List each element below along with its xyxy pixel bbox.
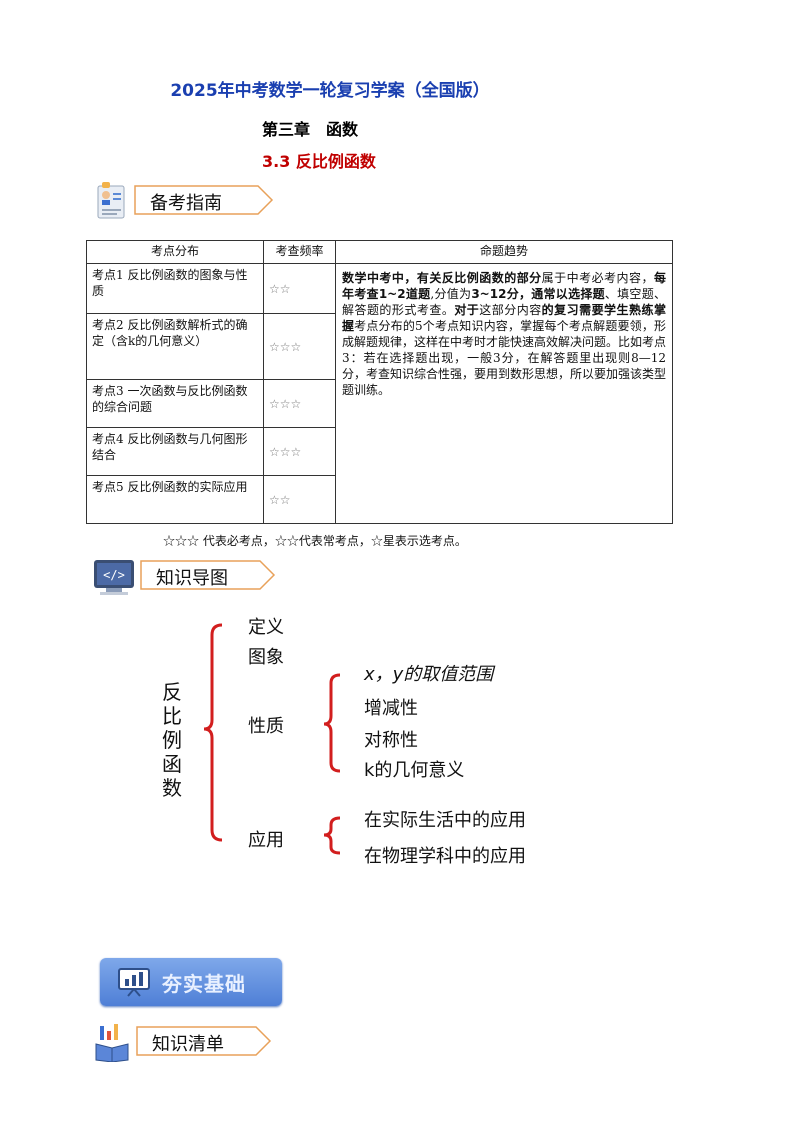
root-char: 数 (162, 776, 182, 800)
trend-bold: 数学中考中，有关反比例函数的部分 (342, 271, 542, 285)
tag-label: 知识清单 (152, 1034, 224, 1055)
svg-text:</>: </> (103, 568, 125, 582)
trend-normal: 这部分内容 (479, 303, 542, 317)
table-row: 考点2 反比例函数解析式的确定（含k的几何意义） ☆☆☆ (86, 313, 673, 380)
chart-board-icon (116, 966, 152, 998)
root-char: 反 (162, 680, 182, 704)
trend-normal: 属于中考必考内容， (541, 271, 654, 285)
frequency-stars: ☆☆ (263, 263, 336, 314)
header-trend: 命题趋势 (335, 240, 673, 264)
tag-label: 知识导图 (156, 568, 228, 589)
table-row: 考点4 反比例函数与几何图形结合 ☆☆☆ (86, 427, 673, 476)
table-header-row: 考点分布 考查频率 命题趋势 (86, 240, 673, 264)
frequency-stars: ☆☆☆ (263, 427, 336, 476)
mindmap-node-definition: 定义 (248, 617, 284, 638)
mindmap-node-graph: 图象 (248, 647, 284, 668)
section-title: 3.3 反比例函数 (262, 152, 376, 171)
trend-normal: ,分值为 (430, 287, 472, 301)
resume-icon (94, 180, 130, 222)
root-char: 函 (162, 752, 182, 776)
root-char: 比 (162, 704, 182, 728)
exam-point: 考点4 反比例函数与几何图形结合 (86, 427, 264, 476)
property-item: k的几何意义 (364, 760, 465, 781)
document-title: 2025年中考数学一轮复习学案（全国版） (170, 81, 490, 101)
trend-text: 数学中考中，有关反比例函数的部分属于中考必考内容，每年考查1~2道题,分值为3~… (335, 263, 673, 524)
root-char: 例 (162, 728, 182, 752)
frequency-stars: ☆☆☆ (263, 379, 336, 428)
table-row: 考点1 反比例函数的图象与性质 ☆☆ 数学中考中，有关反比例函数的部分属于中考必… (86, 263, 673, 524)
banner-label: 夯实基础 (162, 972, 246, 996)
trend-bold: 的复习需要学生熟练掌握 (342, 303, 666, 333)
book-chart-icon (94, 1022, 130, 1063)
exam-point: 考点2 反比例函数解析式的确定（含k的几何意义） (86, 313, 264, 380)
stars-legend-note: ☆☆☆ 代表必考点，☆☆代表常考点，☆星表示选考点。 (163, 534, 467, 548)
mindmap-node-application: 应用 (248, 830, 284, 851)
section-tag-list: 知识清单 (136, 1026, 272, 1056)
mindmap-brackets (203, 623, 340, 855)
property-item: 增减性 (364, 698, 418, 719)
exam-distribution-table: 考点分布 考查频率 命题趋势 考点1 反比例函数的图象与性质 ☆☆ 数学中考中，… (86, 240, 673, 524)
application-item: 在实际生活中的应用 (364, 810, 526, 831)
property-item: x，y的取值范围 (364, 664, 494, 685)
exam-point: 考点3 一次函数与反比例函数的综合问题 (86, 379, 264, 428)
section-tag-guide: 备考指南 (134, 185, 274, 215)
exam-point: 考点5 反比例函数的实际应用 (86, 475, 264, 524)
property-item: 对称性 (364, 730, 418, 751)
frequency-stars: ☆☆ (263, 475, 336, 524)
exam-point: 考点1 反比例函数的图象与性质 (86, 263, 264, 314)
trend-bold: 对于 (454, 303, 480, 317)
table-row: 考点5 反比例函数的实际应用 ☆☆ (86, 475, 673, 524)
trend-normal: 、填空题、解答题的形式考查。 (342, 287, 666, 317)
code-monitor-icon: </> (92, 557, 136, 597)
foundation-banner: 夯实基础 (100, 958, 282, 1006)
header-point: 考点分布 (86, 240, 264, 264)
chapter-title: 第三章 函数 (262, 120, 359, 139)
trend-bold: 每年考查1~2道题 (342, 271, 666, 301)
trend-bold: 3~12分，通常以选择题 (471, 287, 605, 301)
mindmap-root: 反 比 例 函 数 (160, 680, 184, 800)
application-item: 在物理学科中的应用 (364, 846, 526, 867)
tag-label: 备考指南 (150, 193, 222, 214)
trend-normal: 考点分布的5个考点知识内容，掌握每个考点解题要领，形成解题规律，这样在中考时才能… (342, 319, 667, 397)
header-frequency: 考查频率 (263, 240, 336, 264)
mindmap-node-property: 性质 (248, 716, 284, 737)
section-tag-mindmap: 知识导图 (140, 560, 276, 590)
frequency-stars: ☆☆☆ (263, 313, 336, 380)
